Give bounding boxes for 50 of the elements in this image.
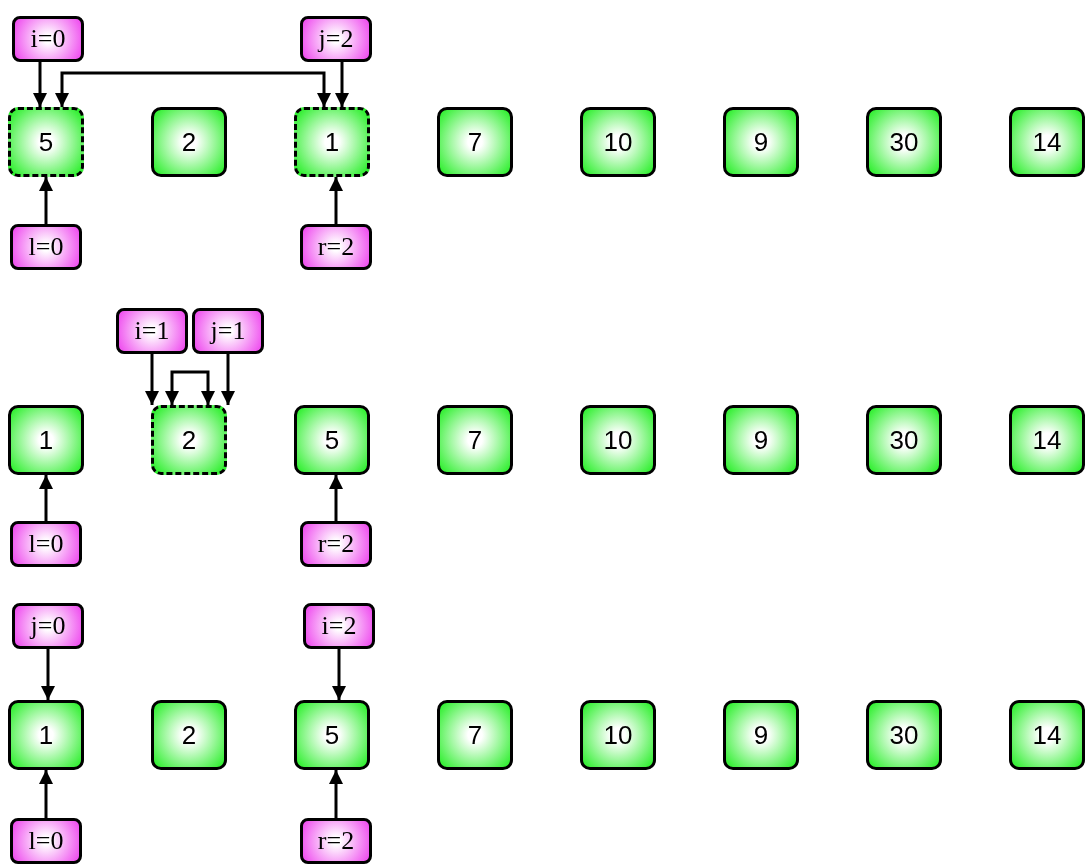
pointer-tag: l=0 — [10, 818, 82, 864]
pointer-tag: j=2 — [300, 16, 372, 62]
arrow — [41, 649, 55, 700]
array-cell: 5 — [294, 405, 370, 475]
arrow — [39, 770, 53, 818]
pointer-tag: j=1 — [192, 308, 264, 354]
arrow — [329, 770, 343, 818]
pointer-tag: l=0 — [10, 224, 82, 270]
array-cell: 14 — [1009, 107, 1085, 177]
pointer-tag: j=0 — [12, 603, 84, 649]
pointer-tag: r=2 — [300, 224, 372, 270]
array-cell: 1 — [8, 405, 84, 475]
array-cell: 2 — [151, 405, 227, 475]
arrow — [329, 177, 343, 224]
arrow — [39, 177, 53, 224]
array-cell: 9 — [723, 405, 799, 475]
arrow — [335, 62, 349, 107]
array-cell: 14 — [1009, 405, 1085, 475]
array-cell: 7 — [437, 405, 513, 475]
array-cell: 5 — [8, 107, 84, 177]
arrow — [39, 475, 53, 521]
array-cell: 2 — [151, 107, 227, 177]
array-cell: 5 — [294, 700, 370, 770]
pointer-tag: l=0 — [10, 521, 82, 567]
arrow — [329, 475, 343, 521]
pointer-tag: r=2 — [300, 818, 372, 864]
array-cell: 2 — [151, 700, 227, 770]
arrow — [165, 370, 215, 405]
arrow — [221, 354, 235, 405]
array-cell: 10 — [580, 405, 656, 475]
array-cell: 1 — [294, 107, 370, 177]
arrow — [33, 62, 47, 107]
array-cell: 9 — [723, 107, 799, 177]
array-cell: 10 — [580, 107, 656, 177]
array-cell: 7 — [437, 700, 513, 770]
array-cell: 1 — [8, 700, 84, 770]
array-cell: 10 — [580, 700, 656, 770]
array-cell: 9 — [723, 700, 799, 770]
array-cell: 7 — [437, 107, 513, 177]
arrow — [55, 71, 331, 107]
pointer-tag: i=0 — [12, 16, 84, 62]
pointer-tag: r=2 — [300, 521, 372, 567]
array-cell: 30 — [866, 405, 942, 475]
array-cell: 30 — [866, 700, 942, 770]
arrow — [332, 649, 346, 700]
arrow — [145, 354, 159, 405]
array-cell: 30 — [866, 107, 942, 177]
pointer-tag: i=1 — [116, 308, 188, 354]
pointer-tag: i=2 — [303, 603, 375, 649]
array-cell: 14 — [1009, 700, 1085, 770]
